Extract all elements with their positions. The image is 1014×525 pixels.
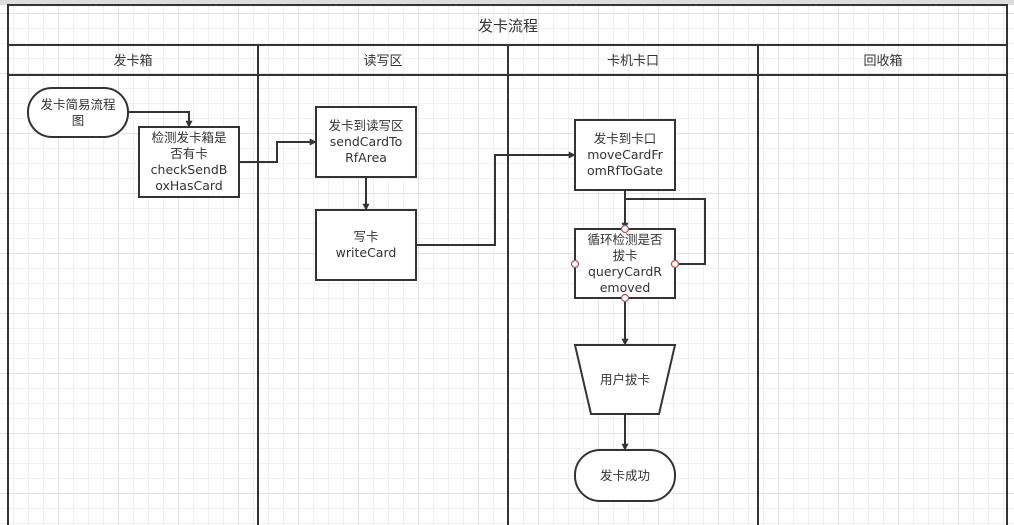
pool-frame[interactable] [7, 4, 1008, 525]
node-query-removed[interactable] [574, 228, 676, 299]
connection-handle-bottom[interactable] [620, 293, 630, 303]
lane-label-send-box[interactable]: 发卡箱 [113, 53, 152, 69]
connection-handle-right[interactable] [670, 259, 680, 269]
node-check-send-box[interactable] [138, 126, 240, 198]
edge-write-to-move-gate[interactable] [416, 151, 576, 246]
connection-handle-left[interactable] [570, 259, 580, 269]
node-write-card[interactable] [315, 209, 417, 281]
lane-label-gate[interactable]: 卡机卡口 [607, 54, 659, 69]
node-start[interactable] [27, 87, 129, 138]
edge-start-to-check[interactable] [128, 111, 193, 128]
node-move-to-gate[interactable] [574, 119, 676, 191]
node-end[interactable] [574, 449, 676, 502]
edge-check-to-send-rf[interactable] [239, 138, 317, 163]
connection-handle-top[interactable] [620, 224, 630, 234]
pool-title: 发卡流程 [478, 17, 538, 35]
edge-query-loop[interactable] [625, 198, 706, 265]
node-user-remove[interactable] [573, 344, 677, 415]
canvas-top-bar [0, 0, 1014, 5]
lane-label-rw-area[interactable]: 读写区 [363, 54, 402, 69]
lane-label-recycle-box[interactable]: 回收箱 [863, 53, 902, 69]
node-send-to-rf[interactable] [315, 106, 417, 178]
